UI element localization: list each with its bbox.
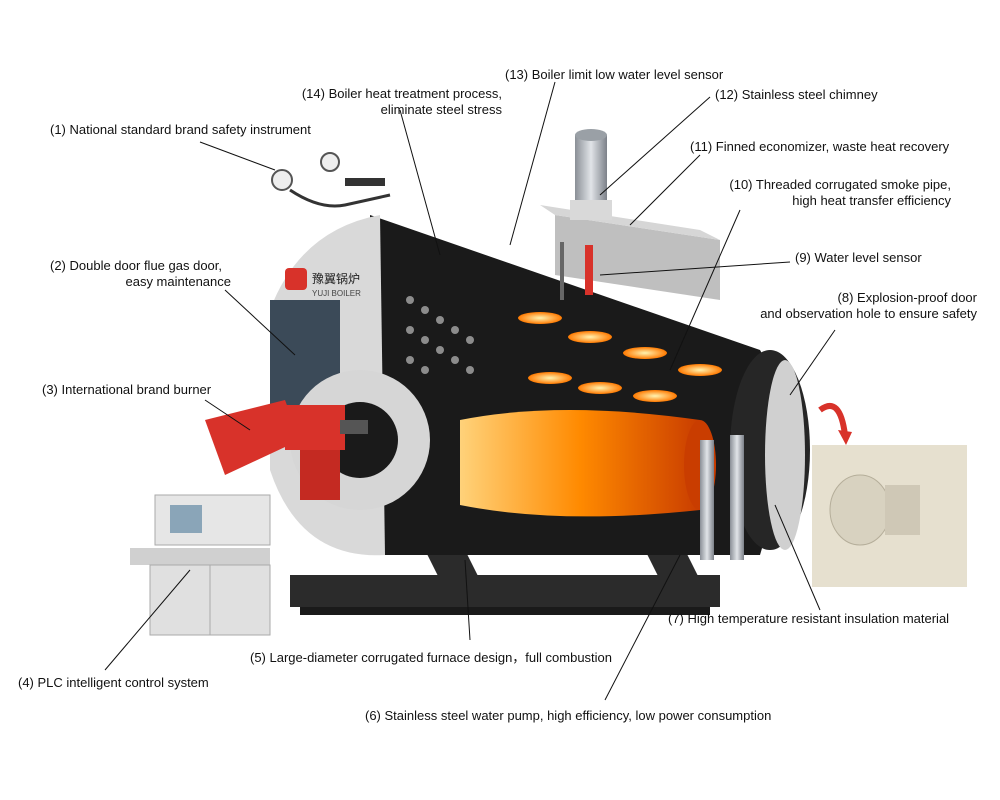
callout-3-text: (3) International brand burner (42, 382, 212, 397)
furnace-flame (460, 410, 716, 517)
callout-12: (12) Stainless steel chimney (715, 87, 878, 103)
callout-2: (2) Double door flue gas door, easy main… (50, 258, 231, 290)
plc-control-cabinet (130, 494, 271, 636)
leader-9 (599, 261, 791, 276)
callout-10: (10) Threaded corrugated smoke pipe, hig… (715, 177, 951, 209)
leader-2 (224, 289, 296, 356)
callout-2-line-1: (2) Double door flue gas door, (50, 258, 222, 273)
svg-text:豫翼锅炉: 豫翼锅炉 (312, 271, 360, 286)
leader-3 (204, 399, 251, 431)
callout-11-text: (11) Finned economizer, waste heat recov… (690, 139, 950, 154)
callout-4: (4) PLC intelligent control system (18, 675, 209, 691)
burner (205, 400, 368, 500)
leader-4 (104, 569, 191, 671)
callout-2-line-2: easy maintenance (125, 274, 231, 289)
callout-10-line-1: (10) Threaded corrugated smoke pipe, (729, 177, 951, 192)
callout-9: (9) Water level sensor (795, 250, 922, 266)
callout-1-text: (1) National standard brand safety instr… (50, 122, 311, 137)
callout-7-text: (7) High temperature resistant insulatio… (668, 611, 950, 626)
leader-8 (789, 329, 836, 396)
callout-13-text: (13) Boiler limit low water level sensor (505, 67, 724, 82)
leader-lines (104, 81, 836, 701)
leader-13 (509, 81, 556, 246)
brand-logo: 豫翼锅炉 YUJI BOILER (285, 268, 361, 298)
callout-4-text: (4) PLC intelligent control system (18, 675, 209, 690)
callout-9-text: (9) Water level sensor (795, 250, 922, 265)
leader-7 (774, 504, 821, 611)
callout-6-text: (6) Stainless steel water pump, high eff… (365, 708, 772, 723)
callout-13: (13) Boiler limit low water level sensor (505, 67, 723, 83)
water-pumps (700, 435, 744, 560)
chimney (570, 129, 612, 220)
callout-1: (1) National standard brand safety instr… (50, 122, 311, 138)
leader-1 (199, 141, 276, 171)
callout-14-line-2: eliminate steel stress (380, 102, 502, 117)
callout-5: (5) Large-diameter corrugated furnace de… (250, 650, 612, 666)
leader-12 (599, 96, 711, 196)
callout-3: (3) International brand burner (42, 382, 211, 398)
callout-14: (14) Boiler heat treatment process, elim… (290, 86, 502, 118)
callout-14-line-1: (14) Boiler heat treatment process, (301, 86, 502, 101)
leader-14 (399, 109, 441, 256)
callout-5-text: (5) Large-diameter corrugated furnace de… (250, 650, 613, 665)
leader-10 (669, 209, 741, 371)
callout-12-text: (12) Stainless steel chimney (715, 87, 878, 102)
svg-text:YUJI BOILER: YUJI BOILER (312, 289, 361, 298)
water-level-sensor (560, 242, 593, 300)
callout-10-line-2: high heat transfer efficiency (792, 193, 951, 208)
callout-7: (7) High temperature resistant insulatio… (668, 611, 949, 627)
callout-8-line-1: (8) Explosion-proof door (837, 290, 977, 305)
callout-8: (8) Explosion-proof door and observation… (745, 290, 977, 322)
smoke-tubes (518, 312, 722, 402)
callout-11: (11) Finned economizer, waste heat recov… (690, 139, 949, 155)
leader-5 (464, 559, 471, 641)
tube-sheet (406, 296, 474, 374)
explosion-proof-door-inset (812, 402, 967, 587)
callout-6: (6) Stainless steel water pump, high eff… (365, 708, 771, 724)
leader-6 (604, 554, 681, 701)
safety-instrument (271, 152, 391, 208)
callout-8-line-2: and observation hole to ensure safety (760, 306, 977, 321)
leader-11 (629, 154, 701, 226)
